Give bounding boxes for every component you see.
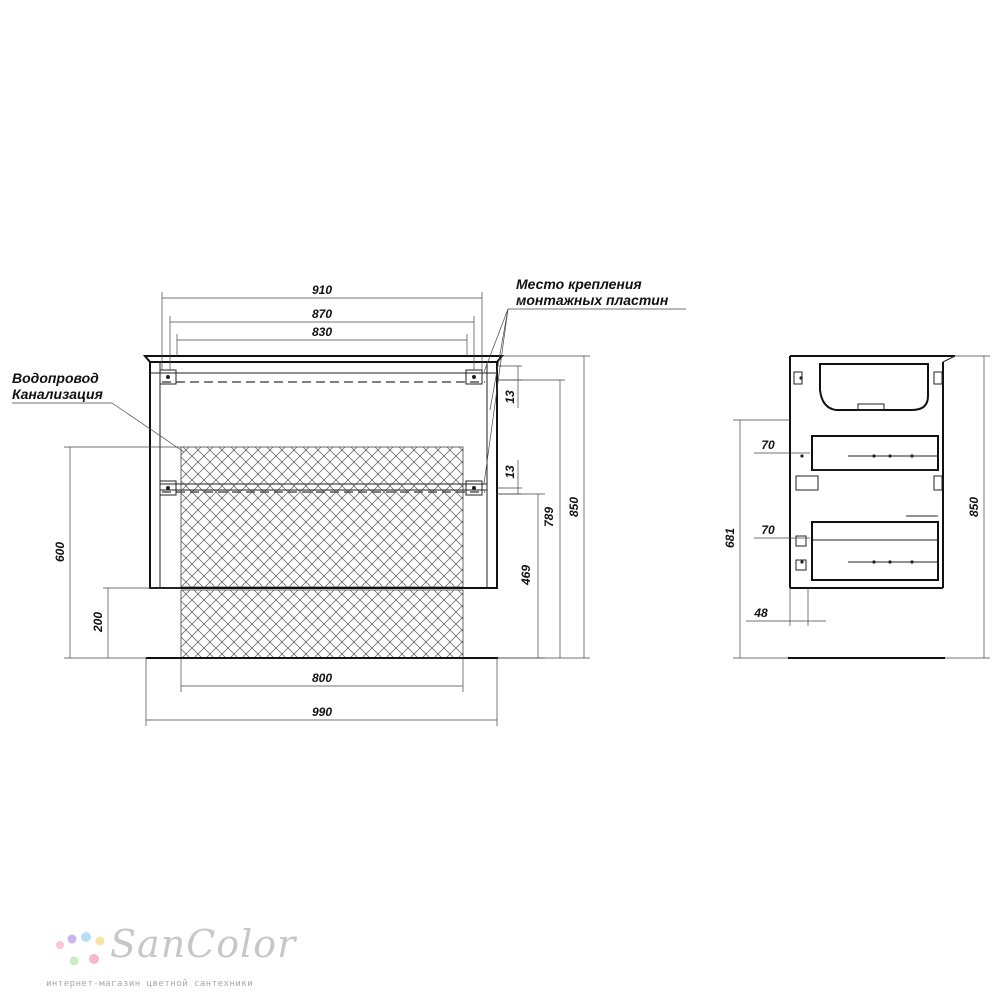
dimension-600: 600	[53, 446, 181, 659]
svg-text:монтажных пластин: монтажных пластин	[516, 292, 669, 308]
basin	[819, 363, 929, 411]
logo-dot	[95, 936, 105, 946]
logo-dot	[81, 932, 91, 942]
svg-text:70: 70	[761, 438, 775, 452]
dimension-910: 910	[161, 283, 483, 370]
logo-tagline: интернет-магазин цветной сантехники	[46, 979, 254, 989]
dimension-13-top: 13	[497, 365, 522, 408]
dimension-681: 681	[723, 419, 790, 659]
logo-dot	[69, 956, 79, 966]
upper-drawer	[811, 435, 939, 471]
dimension-469: 469	[497, 493, 545, 659]
svg-text:681: 681	[723, 528, 737, 548]
logo-dot	[89, 954, 99, 964]
svg-text:Канализация: Канализация	[12, 386, 103, 402]
svg-text:789: 789	[542, 507, 556, 527]
svg-text:13: 13	[503, 465, 517, 479]
svg-text:48: 48	[753, 606, 768, 620]
fittings	[793, 371, 943, 571]
mount-plates	[159, 369, 483, 496]
dimension-870: 870	[169, 307, 475, 370]
service-zone-upper	[180, 446, 464, 588]
svg-text:13: 13	[503, 390, 517, 404]
pipes-note: Водопровод Канализация	[12, 370, 185, 453]
front-view: 910 870 830 13 13	[12, 276, 686, 726]
dimension-850-front: 850	[498, 355, 590, 659]
cabinet-body	[149, 361, 498, 589]
svg-text:800: 800	[312, 671, 332, 685]
logo-wordmark: SanColor	[110, 922, 297, 966]
dimension-830: 830	[176, 325, 468, 356]
dimension-850-side: 850	[945, 355, 990, 659]
svg-text:600: 600	[53, 542, 67, 562]
dimension-70-top: 70	[754, 438, 810, 454]
svg-text:469: 469	[519, 565, 533, 586]
dimension-990: 990	[145, 658, 498, 726]
dimension-70-bottom: 70	[754, 523, 810, 539]
svg-text:70: 70	[761, 523, 775, 537]
sancolor-logo-dots	[56, 932, 105, 966]
side-view: 70 70 681 48 850	[723, 355, 990, 659]
svg-text:910: 910	[312, 283, 332, 297]
logo-dot	[67, 934, 77, 944]
dimension-789: 789	[497, 379, 565, 658]
service-zone-lower	[180, 589, 464, 659]
svg-text:850: 850	[967, 497, 981, 517]
svg-text:Место крепления: Место крепления	[516, 276, 642, 292]
lower-drawer	[811, 521, 939, 581]
svg-text:830: 830	[312, 325, 332, 339]
dimension-13-bottom: 13	[497, 460, 522, 495]
svg-text:200: 200	[91, 612, 105, 633]
svg-text:850: 850	[567, 497, 581, 517]
dimension-48: 48	[746, 588, 826, 626]
svg-text:990: 990	[312, 705, 332, 719]
svg-text:Водопровод: Водопровод	[12, 370, 99, 386]
logo-dot	[56, 941, 64, 949]
dimension-800: 800	[180, 658, 464, 692]
mounting-plates-note: Место крепления монтажных пластин	[483, 276, 686, 485]
dimension-200: 200	[91, 587, 181, 658]
svg-text:870: 870	[312, 307, 332, 321]
